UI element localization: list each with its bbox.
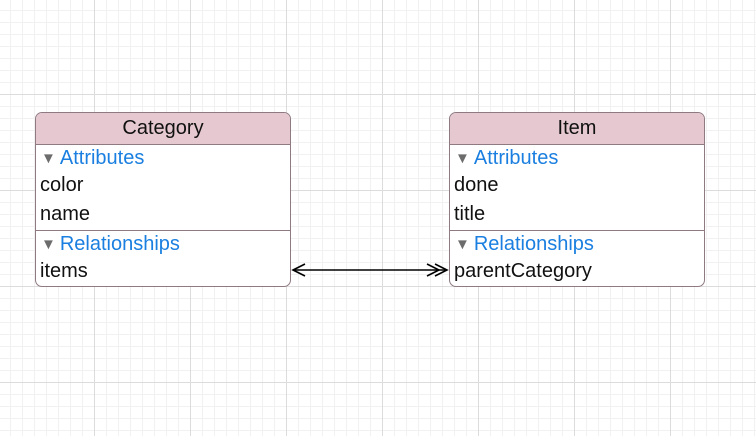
attribute-row[interactable]: done: [454, 174, 499, 196]
to-one-arrowhead-icon: [291, 263, 306, 277]
relationships-label: Relationships: [59, 233, 180, 255]
relationship-row[interactable]: items: [40, 260, 88, 282]
entity-item[interactable]: Item ▼Attributes done title ▼Relationshi…: [449, 112, 705, 287]
entity-category[interactable]: Category ▼Attributes color name ▼Relatio…: [35, 112, 291, 287]
relationships-section-header[interactable]: ▼Relationships: [36, 231, 290, 257]
section-divider: [450, 230, 704, 231]
relationships-label: Relationships: [473, 233, 594, 255]
attributes-section-header[interactable]: ▼Attributes: [36, 145, 290, 171]
entity-title[interactable]: Category: [36, 113, 290, 145]
entity-title[interactable]: Item: [450, 113, 704, 145]
disclosure-triangle-icon[interactable]: ▼: [41, 150, 56, 167]
attribute-row[interactable]: name: [40, 203, 91, 225]
disclosure-triangle-icon[interactable]: ▼: [455, 150, 470, 167]
disclosure-triangle-icon[interactable]: ▼: [41, 236, 56, 253]
attributes-label: Attributes: [59, 147, 145, 169]
to-many-arrowhead-icon: [426, 263, 441, 277]
disclosure-triangle-icon[interactable]: ▼: [455, 236, 470, 253]
relationship-row[interactable]: parentCategory: [454, 260, 592, 282]
to-many-arrowhead-icon: [434, 263, 449, 277]
section-divider: [36, 230, 290, 231]
relationships-section-header[interactable]: ▼Relationships: [450, 231, 704, 257]
attributes-section-header[interactable]: ▼Attributes: [450, 145, 704, 171]
attribute-row[interactable]: title: [454, 203, 486, 225]
attribute-row[interactable]: color: [40, 174, 84, 196]
attributes-label: Attributes: [473, 147, 559, 169]
